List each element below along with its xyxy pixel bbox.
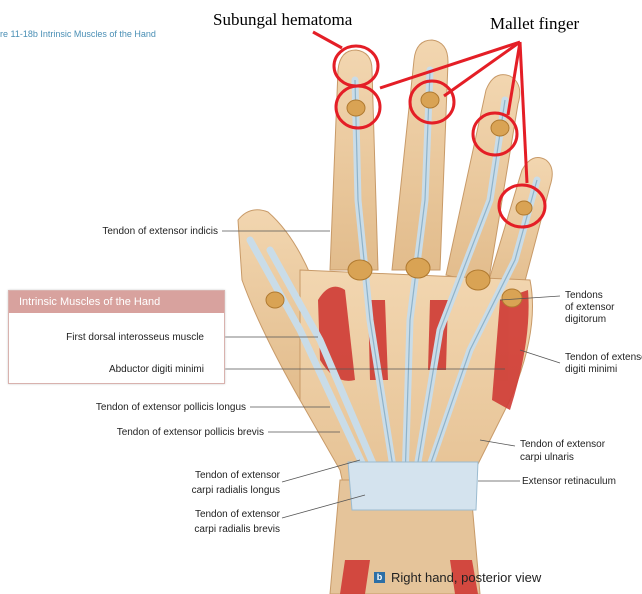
- mallet-finger-label: Mallet finger: [490, 14, 579, 34]
- figure-label: re 11-18b Intrinsic Muscles of the Hand: [0, 28, 156, 40]
- caption-text: Right hand, posterior view: [391, 570, 541, 585]
- label-carpi-longus-2: carpi radialis longus: [192, 485, 280, 497]
- box-item-abductor: Abductor digiti minimi: [109, 364, 204, 376]
- box-item-first-dorsal: First dorsal interosseus muscle: [66, 332, 204, 344]
- intrinsic-muscles-box: Intrinsic Muscles of the Hand First dors…: [8, 290, 225, 384]
- label-digiti-minimi-1: Tendon of extensor: [565, 352, 642, 364]
- label-carpi-longus-1: Tendon of extensor: [195, 470, 280, 482]
- figure-caption: b Right hand, posterior view: [374, 570, 541, 585]
- label-carpi-brevis-2: carpi radialis brevis: [194, 524, 280, 536]
- label-carpi-ulnaris-2: carpi ulnaris: [520, 452, 574, 464]
- subungal-leader: [313, 32, 342, 48]
- label-digitorum-2: of extensor: [565, 302, 614, 314]
- label-digitorum-1: Tendons: [565, 290, 603, 302]
- label-extensor-indicis: Tendon of extensor indicis: [102, 226, 218, 238]
- label-carpi-ulnaris-1: Tendon of extensor: [520, 439, 605, 451]
- forearm-muscle-left: [340, 560, 370, 594]
- box-header: Intrinsic Muscles of the Hand: [9, 291, 224, 313]
- label-carpi-brevis-1: Tendon of extensor: [195, 509, 280, 521]
- label-extensor-retinaculum: Extensor retinaculum: [522, 476, 616, 488]
- label-digitorum-3: digitorum: [565, 314, 606, 326]
- label-pollicis-brevis: Tendon of extensor pollicis brevis: [117, 427, 264, 439]
- subungal-hematoma-label: Subungal hematoma: [213, 10, 352, 30]
- box-title: Intrinsic Muscles of the Hand: [19, 296, 160, 308]
- extensor-retinaculum: [348, 462, 478, 510]
- caption-badge: b: [374, 572, 385, 583]
- label-pollicis-longus: Tendon of extensor pollicis longus: [96, 402, 246, 414]
- label-digiti-minimi-2: digiti minimi: [565, 364, 617, 376]
- mallet-leader-4: [520, 42, 527, 183]
